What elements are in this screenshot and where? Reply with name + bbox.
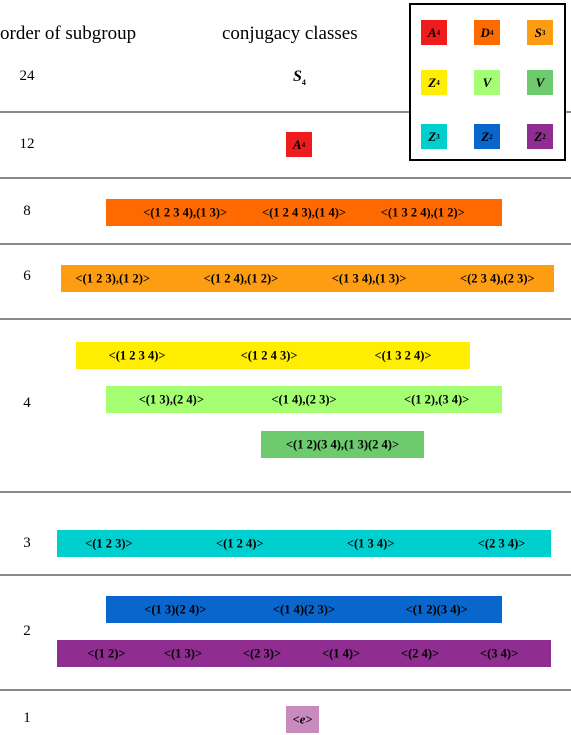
z2a-class-label: <(1 3)(2 4)> [144,602,207,616]
order-label-2: 2 [23,623,31,639]
s3-class-label: <(2 3 4),(2 3)> [459,271,535,285]
order-label-3: 3 [23,535,31,551]
v-conjugacy-class-bar: <(1 3),(2 4)> <(1 4),(2 3)> <(1 2),(3 4)> [106,386,502,413]
d4-class-label: <(1 2 4 3),(1 4)> [261,205,347,219]
separator [0,318,571,320]
s3-class-label: <(1 2 4),(1 2)> [203,271,279,285]
legend-chip: V [527,70,553,95]
s3-conjugacy-class-bar: <(1 2 3),(1 2)> <(1 2 4),(1 2)> <(1 3 4),(… [61,265,554,292]
z3-class-label: <(2 3 4)> [477,536,526,550]
v-class-label: <(1 3),(2 4)> [138,392,204,406]
z4-class-label: <(1 3 2 4)> [374,348,432,362]
z2b-class-label: <(3 4)> [480,646,519,660]
z2b-class-label: <(2 4)> [400,646,440,660]
z4-class-label: <(1 2 3 4)> [108,348,166,362]
separator [0,177,571,179]
order-label-24: 24 [19,68,35,84]
z2a-class-label: <(1 2)(3 4)> [405,602,468,616]
z3-class-label: <(1 2 4)> [215,536,264,550]
v-normal-conjugacy-class-bar: <(1 2)(3 4),(1 3)(2 4)> [261,431,424,458]
z2b-class-label: <(1 4)> [321,646,361,660]
separator [0,491,571,493]
z2a-class-label: <(1 4)(2 3)> [272,602,336,616]
z2b-class-label: <(2 3)> [242,646,282,660]
order-label-6: 6 [23,268,31,284]
s3-class-label: <(1 3 4),(1 3)> [331,271,407,285]
separator [0,243,571,245]
s3-class-label: <(1 2 3),(1 2)> [75,271,151,285]
v-class-label: <(1 2),(3 4)> [404,392,470,406]
trivial-subgroup-bar: <e> [286,706,319,733]
z2-transposition-bar: <(1 2)> <(1 3)> <(2 3)> <(1 4)> <(2 4)> <(3 4… [57,640,551,667]
legend-chip: V [474,70,500,95]
v2-class-label: <(1 2)(3 4),(1 3)(2 4)> [285,437,400,451]
z3-class-label: <(1 2 3)> [85,536,133,550]
d4-class-label: <(1 2 3 4),(1 3)> [143,205,228,219]
separator [0,111,571,113]
z2b-class-label: <(1 2)> [87,646,126,660]
trivial-subgroup-label: <e> [292,712,313,726]
z4-class-label: <(1 2 4 3)> [240,348,298,362]
order-label-12: 12 [19,136,35,152]
header-conjugacy-classes: conjugacy classes [222,23,358,44]
separator [0,574,571,576]
v-class-label: <(1 4),(2 3)> [271,392,337,406]
order-label-8: 8 [23,203,31,219]
z2b-class-label: <(1 3)> [163,646,203,660]
z3-conjugacy-class-bar: <(1 2 3)> <(1 2 4)> <(1 3 4)> <(2 3 4)> [57,530,551,557]
z2-double-transposition-bar: <(1 3)(2 4)> <(1 4)(2 3)> <(1 2)(3 4)> [106,596,502,623]
order-label-1: 1 [23,710,31,726]
d4-conjugacy-class-bar: <(1 2 3 4),(1 3)> <(1 2 4 3),(1 4)> <(1 3 … [106,199,502,226]
order-label-4: 4 [23,395,31,411]
z3-class-label: <(1 3 4)> [346,536,395,550]
group-s4-symbol: S4 [293,68,306,88]
separator [0,689,571,691]
header-order-of-subgroup: order of subgroup [0,23,137,44]
d4-class-label: <(1 3 2 4),(1 2)> [380,205,465,219]
z4-conjugacy-class-bar: <(1 2 3 4)> <(1 2 4 3)> <(1 3 2 4)> [76,342,470,369]
